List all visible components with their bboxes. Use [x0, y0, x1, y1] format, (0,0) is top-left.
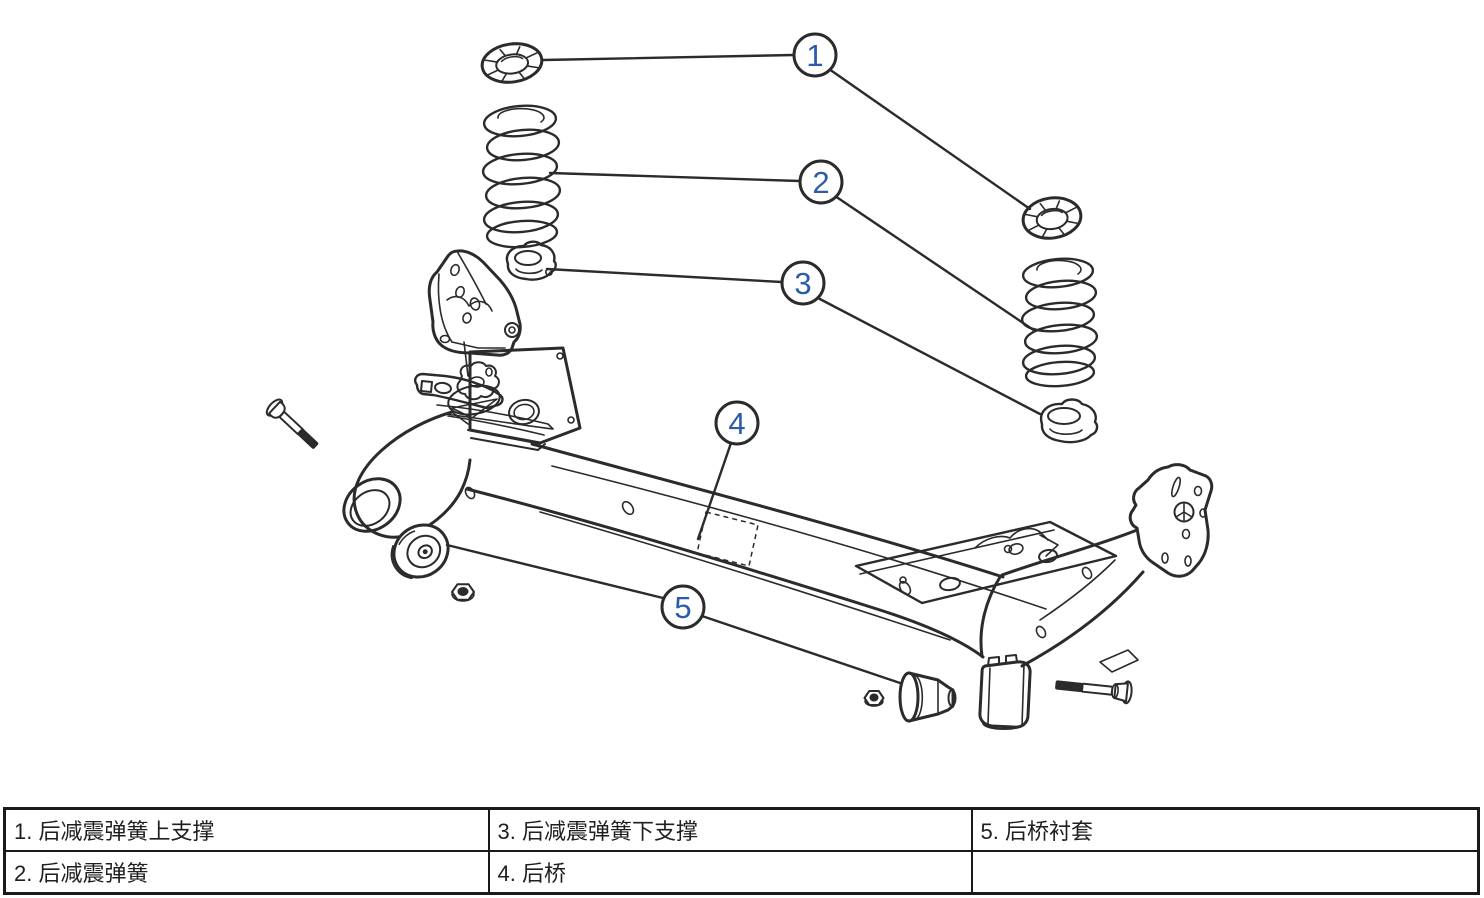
right-bolt [1055, 680, 1133, 705]
beam-label-plate [696, 511, 759, 567]
callout-4-number: 4 [728, 406, 745, 441]
rear-axle-beam [342, 249, 1214, 730]
legend-cell-part2: 2. 后减震弹簧 [3, 850, 490, 895]
spring-lower-seat-right [1039, 398, 1099, 444]
left-shock-bracket [427, 249, 522, 357]
legend-row-1: 1. 后减震弹簧上支撑 3. 后减震弹簧下支撑 5. 后桥衬套 [3, 807, 1480, 852]
callout-5-badge: 5 [660, 584, 706, 630]
right-bushing-housing [978, 654, 1032, 730]
left-bolt [265, 398, 319, 449]
callout-4-badge: 4 [714, 400, 760, 446]
callout-5-number: 5 [674, 590, 691, 625]
center-bushing-nut [863, 690, 885, 707]
crossmember-beam [465, 442, 1047, 659]
callout-3-number: 3 [794, 266, 811, 301]
spring-upper-seat-right [1021, 196, 1083, 240]
left-trailing-arm-tube [342, 410, 476, 539]
legend-cell-part5: 5. 后桥衬套 [970, 807, 1480, 852]
diagram-canvas: 1 2 3 4 5 [265, 32, 1214, 730]
callout-3-badge: 3 [780, 260, 826, 306]
callout-1-badge: 1 [792, 32, 838, 78]
coil-spring-right [1020, 257, 1099, 388]
callout-2-number: 2 [812, 165, 829, 200]
left-axle-bushing [390, 523, 450, 580]
legend-row-2: 2. 后减震弹簧 4. 后桥 [3, 850, 1480, 895]
legend-cell-empty [970, 850, 1480, 895]
left-bushing-nut [451, 583, 475, 602]
right-trailing-arm [979, 528, 1145, 673]
callout-1-number: 1 [806, 38, 823, 73]
coil-spring-left [481, 104, 562, 249]
right-flange-plate [1128, 463, 1214, 578]
legend-table: 1. 后减震弹簧上支撑 3. 后减震弹簧下支撑 5. 后桥衬套 2. 后减震弹簧… [3, 807, 1480, 895]
right-spring-seat-plate [854, 520, 1118, 605]
legend-cell-part1: 1. 后减震弹簧上支撑 [3, 807, 490, 852]
spring-lower-seat-left [505, 240, 557, 281]
center-cone-bushing [898, 671, 957, 723]
spring-upper-seat-left [480, 42, 544, 84]
legend-cell-part4: 4. 后桥 [487, 850, 973, 895]
legend-cell-part3: 3. 后减震弹簧下支撑 [487, 807, 973, 852]
exploded-diagram: 1 2 3 4 5 [265, 32, 1214, 730]
callout-leader-lines [445, 53, 1042, 685]
callout-2-badge: 2 [798, 159, 844, 205]
